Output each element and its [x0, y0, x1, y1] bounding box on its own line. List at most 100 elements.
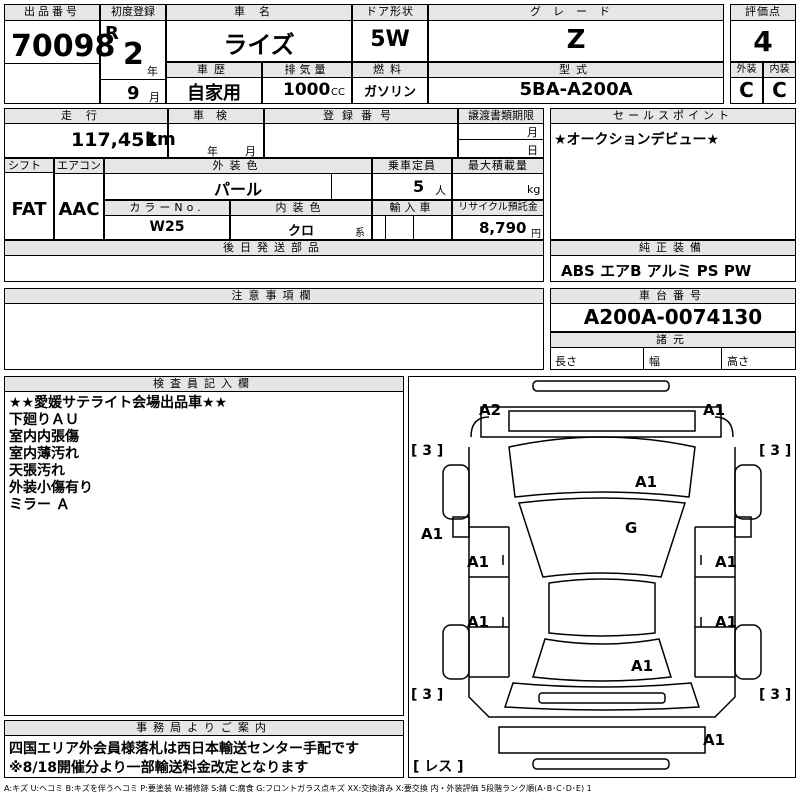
year-unit: 年	[147, 65, 158, 78]
genuine-equip-cell: 純正装備 ABS エアB アルミ PS PW	[550, 240, 796, 282]
door-value: 5W	[370, 27, 410, 52]
grade-label: グレード	[429, 5, 723, 21]
int-color-unit: 系	[355, 228, 365, 239]
aircon-label: エアコン	[55, 159, 103, 174]
score-cell: 評価点 4	[730, 4, 796, 62]
month-unit: 月	[149, 91, 160, 104]
spare-tire: [ レス ]	[413, 759, 464, 775]
mark-a1-right-rear-door: A1	[715, 613, 737, 631]
capacity-cell: 乗車定員 5 人	[372, 158, 452, 200]
model-label: 型式	[429, 63, 723, 78]
mark-a1-left-front-door: A1	[467, 553, 489, 571]
exterior-cell: 外装 C	[730, 62, 763, 104]
mark-a1-right-front-door: A1	[715, 553, 737, 571]
mark-g-windshield: G	[625, 519, 637, 537]
ext-color-value: パール	[213, 180, 262, 199]
mileage-cell: 走行 117,451 km	[4, 108, 176, 158]
capacity-unit: 人	[435, 184, 446, 197]
tire-front-right: [ 3 ]	[759, 443, 791, 459]
damage-diagram: A2 A1 A1 A1 G A1 A1 A1 A1 A1 A1 [ 3 ] [ …	[408, 376, 796, 778]
history-cell: 車歴 自家用	[166, 62, 262, 104]
exterior-value: C	[739, 78, 754, 102]
era-value: R	[105, 23, 119, 44]
model-value: 5BA-A200A	[519, 79, 633, 100]
model-cell: 型式 5BA-A200A	[428, 62, 724, 104]
month-value: 9	[127, 83, 140, 104]
later-parts-label: 後日発送部品	[5, 241, 543, 256]
recycle-cell: リサイクル預託金 8,790 円	[452, 200, 544, 240]
int-color-cell: 内装色 クロ 系	[230, 200, 372, 240]
height-label: 高さ	[727, 355, 749, 368]
shift-label: シフト	[5, 159, 53, 173]
ext-color-cell: 外装色 パール	[104, 158, 372, 200]
recycle-value: 8,790	[479, 219, 527, 237]
fuel-cell: 燃料 ガソリン	[352, 62, 428, 104]
notes-cell: 注意事項欄	[4, 288, 544, 370]
inspection-year-unit: 年	[207, 145, 218, 158]
mileage-label: 走行	[5, 109, 167, 124]
color-no-cell: カラーNo. W25	[104, 200, 230, 240]
office-note-2: ※8/18開催分より一部輸送料金改定となります	[9, 760, 309, 776]
displacement-cell: 排気量 1000 CC	[262, 62, 352, 104]
year-value: 2	[123, 37, 144, 72]
history-value: 自家用	[187, 83, 241, 104]
load-unit: kg	[527, 183, 541, 196]
inspector-note-line: ★★愛媛サテライト会場出品車★★	[9, 395, 228, 411]
door-label: ドア形状	[353, 5, 427, 21]
inspector-note-line: 下廻りＡＵ	[9, 412, 79, 428]
tire-rear-left: [ 3 ]	[411, 687, 443, 703]
history-label: 車歴	[167, 63, 261, 78]
notes-label: 注意事項欄	[5, 289, 543, 304]
transfer-day-unit: 日	[527, 144, 538, 157]
office-note-1: 四国エリア外会員様落札は西日本輸送センター手配です	[9, 741, 359, 757]
int-color-label: 内装色	[231, 201, 371, 216]
displacement-label: 排気量	[263, 63, 351, 78]
grade-cell: グレード Z	[428, 4, 724, 62]
mileage-value: 117,451	[71, 129, 158, 151]
import-cell: 輸入車	[372, 200, 452, 240]
tire-rear-right: [ 3 ]	[759, 687, 791, 703]
shift-cell: シフト FAT	[4, 158, 54, 240]
car-name-label: 車名	[167, 5, 351, 21]
genuine-equip-label: 純正装備	[551, 241, 795, 256]
genuine-equip-value: ABS エアB アルミ PS PW	[561, 262, 752, 280]
lot-no-value: 70098	[11, 29, 116, 64]
capacity-value: 5	[413, 177, 425, 196]
score-label: 評価点	[731, 5, 795, 21]
chassis-value: A200A-0074130	[583, 305, 763, 329]
int-color-value: クロ	[287, 224, 314, 239]
legend: A:キズ U:ヘコミ B:キズを伴うヘコミ P:要塗装 W:補修跡 S:錆 C:…	[4, 784, 592, 793]
inspector-note-line: 天張汚れ	[9, 463, 65, 479]
mark-a1-left-fender: A1	[421, 525, 443, 543]
car-name-value: ライズ	[223, 31, 295, 59]
aircon-value: AAC	[58, 199, 100, 220]
first-reg-cell: 初度登録 R 2 年 9 月	[100, 4, 166, 104]
color-no-label: カラーNo.	[105, 201, 229, 216]
specs-cell: 諸元 長さ 幅 高さ	[550, 332, 796, 370]
mark-a1-rear-bumper: A1	[703, 731, 725, 749]
mark-a2-front-left: A2	[479, 401, 501, 419]
inspection-label: 車検	[169, 109, 263, 124]
inspector-note-line: ミラー Ａ	[9, 497, 70, 513]
chassis-label: 車台番号	[551, 289, 795, 304]
specs-label: 諸元	[551, 333, 795, 348]
fuel-value: ガソリン	[363, 85, 416, 100]
car-name-cell: 車名 ライズ	[166, 4, 352, 62]
inspector-note-line: 室内内張傷	[9, 429, 79, 445]
mark-a1-roof-rear: A1	[631, 657, 653, 675]
cc-unit: CC	[331, 87, 345, 98]
ext-color-label: 外装色	[105, 159, 371, 174]
fuel-label: 燃料	[353, 63, 427, 78]
transfer-month-unit: 月	[527, 126, 538, 139]
mark-a1-left-rear-door: A1	[467, 613, 489, 631]
inspector-note-line: 室内薄汚れ	[9, 446, 79, 462]
lot-no-cell: 出品番号 70098	[4, 4, 115, 104]
transfer-deadline-cell: 譲渡書類期限 月 日	[458, 108, 544, 158]
max-load-label: 最大積載量	[453, 159, 543, 174]
door-cell: ドア形状 5W	[352, 4, 428, 62]
lot-no-label: 出品番号	[5, 5, 99, 21]
reg-no-label: 登録番号	[265, 109, 457, 124]
car-outline-svg: A2 A1 A1 A1 G A1 A1 A1 A1 A1 A1 [ 3 ] [ …	[411, 380, 791, 775]
recycle-label: リサイクル預託金	[453, 201, 543, 216]
displacement-value: 1000	[283, 80, 331, 100]
